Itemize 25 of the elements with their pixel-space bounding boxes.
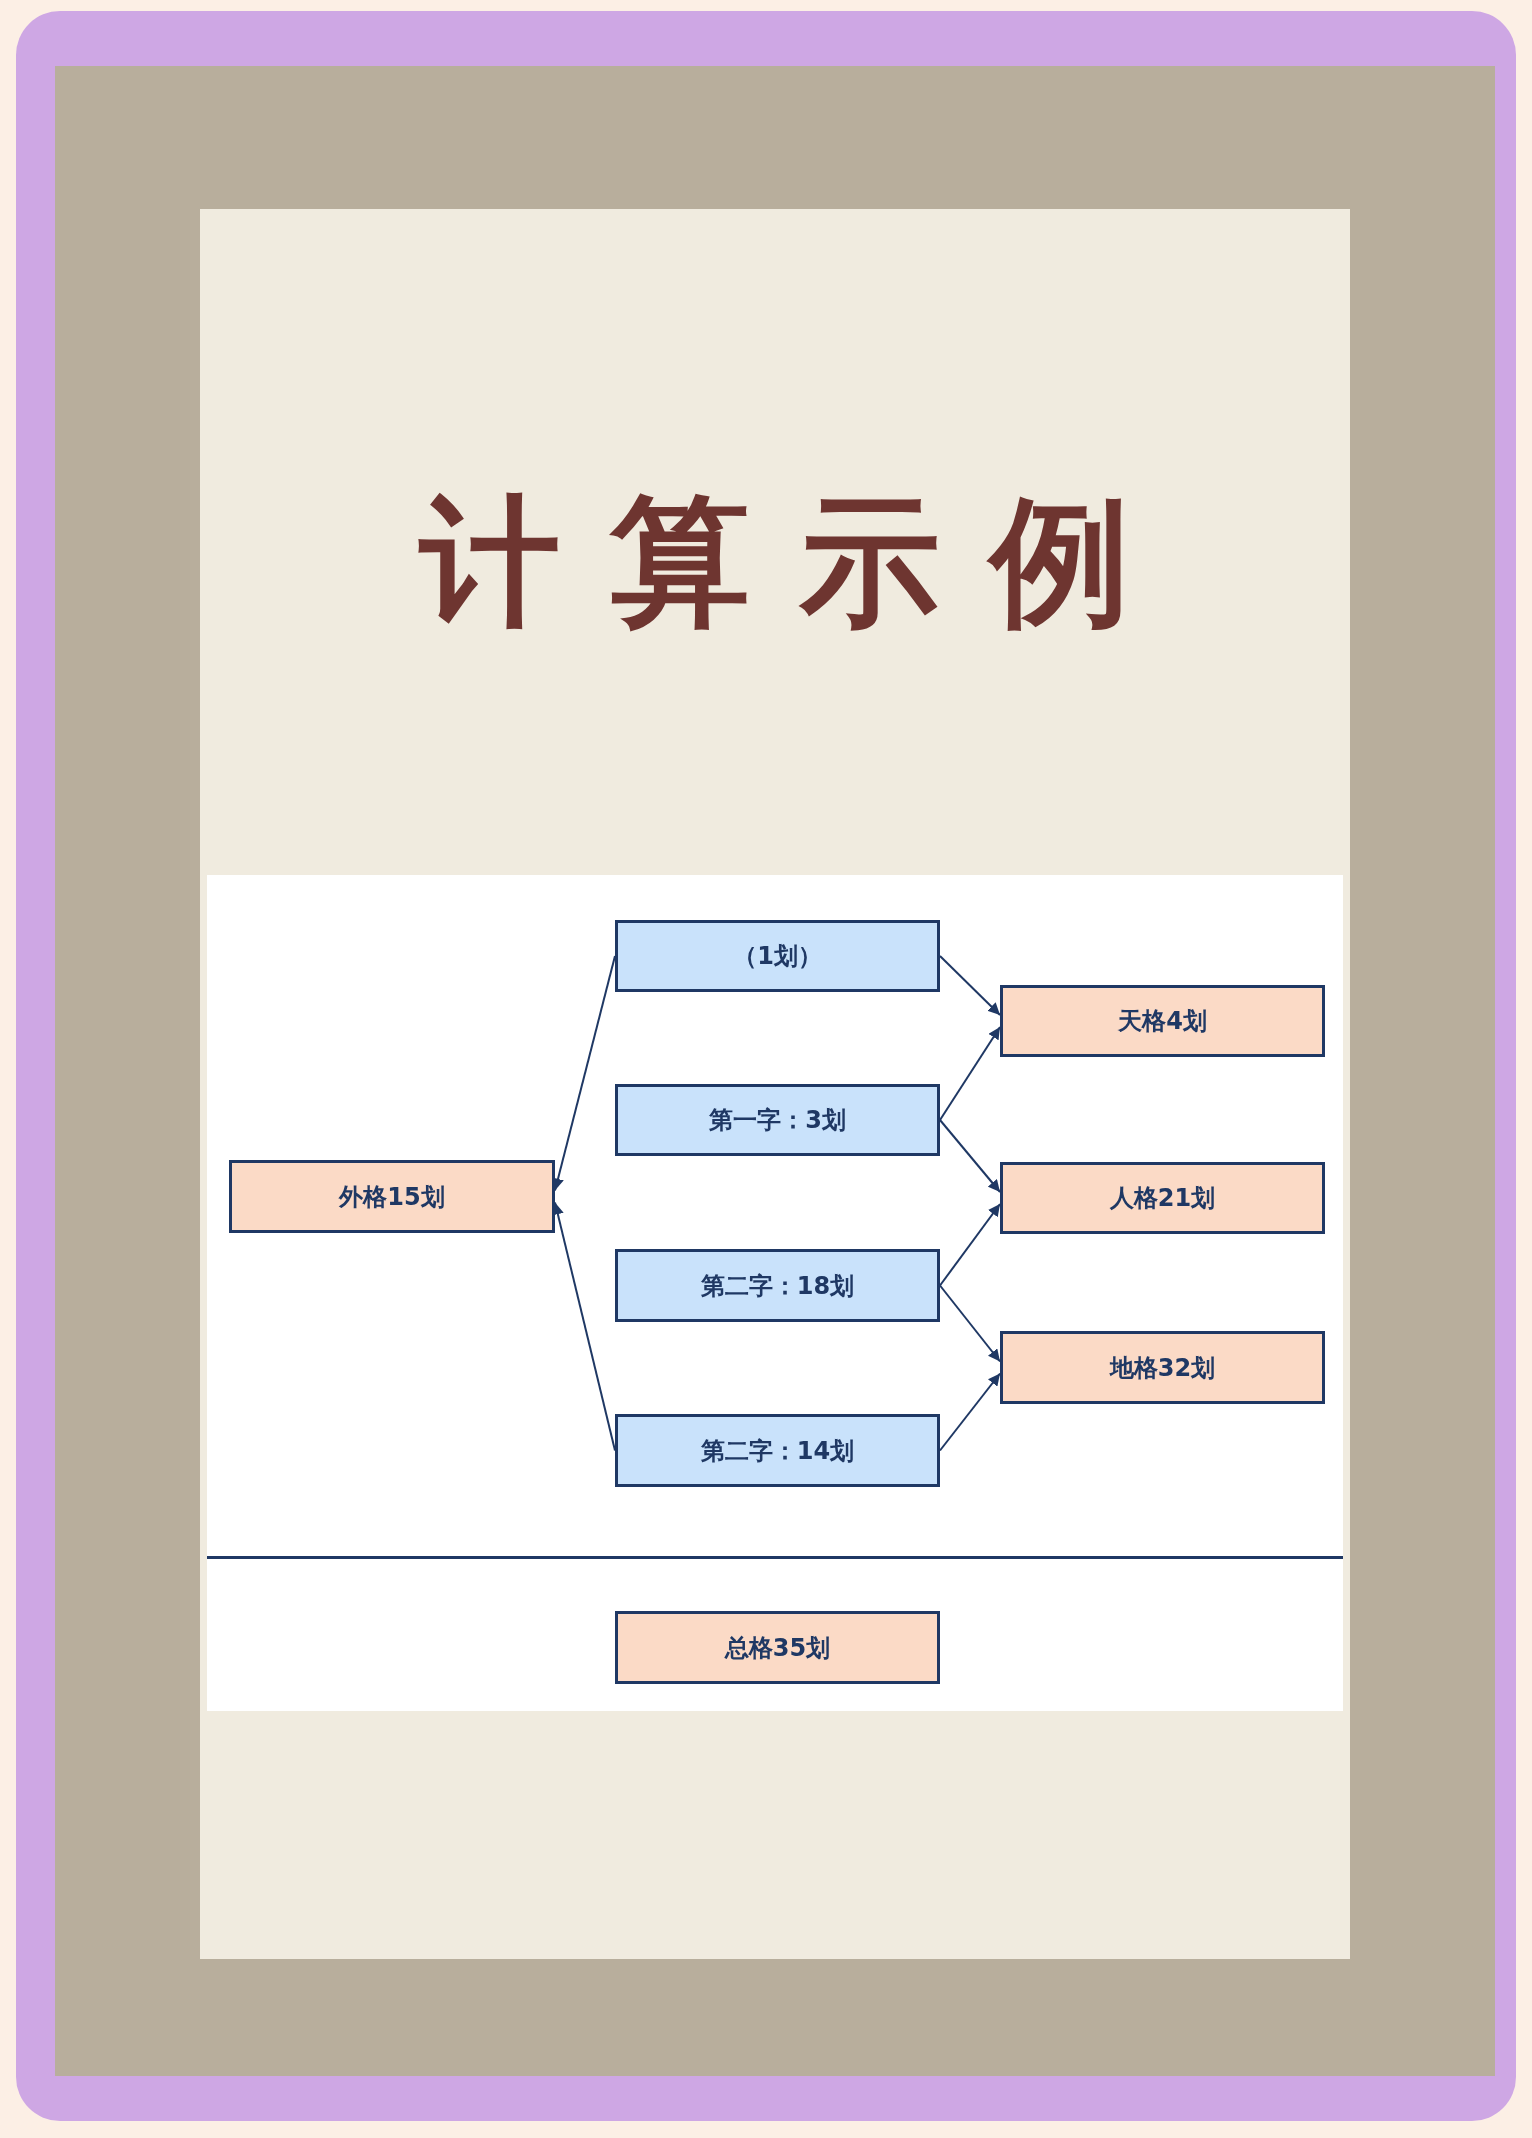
box-label: 第一字：3划 [709,1105,846,1135]
box-label: 第二字：14划 [700,1435,855,1466]
process-box [1000,1331,1325,1404]
process-box [615,1611,940,1684]
arrow [939,1372,1001,1452]
process-box [615,1249,940,1322]
box-label: 天格4划 [1118,1006,1207,1036]
box-label: 地格32划 [1109,1352,1216,1383]
process-box [615,1414,940,1487]
arrow [939,1026,1001,1121]
process-box [1000,985,1325,1057]
arrow [939,1284,1001,1363]
title: 计算示例 [417,492,1180,632]
box-label: 外格15划 [339,1181,445,1212]
arrow [939,1203,1001,1287]
box-label: 总格35划 [724,1632,831,1663]
box-label: 第二字：18划 [700,1270,855,1301]
arrow [939,1119,1001,1193]
arrow [939,955,1001,1016]
process-box [229,1160,555,1233]
box-label: 人格21划 [1109,1183,1216,1213]
box-label: （1划） [733,941,822,971]
process-box [615,1084,940,1156]
process-box [1000,1162,1325,1234]
process-box [615,920,940,992]
